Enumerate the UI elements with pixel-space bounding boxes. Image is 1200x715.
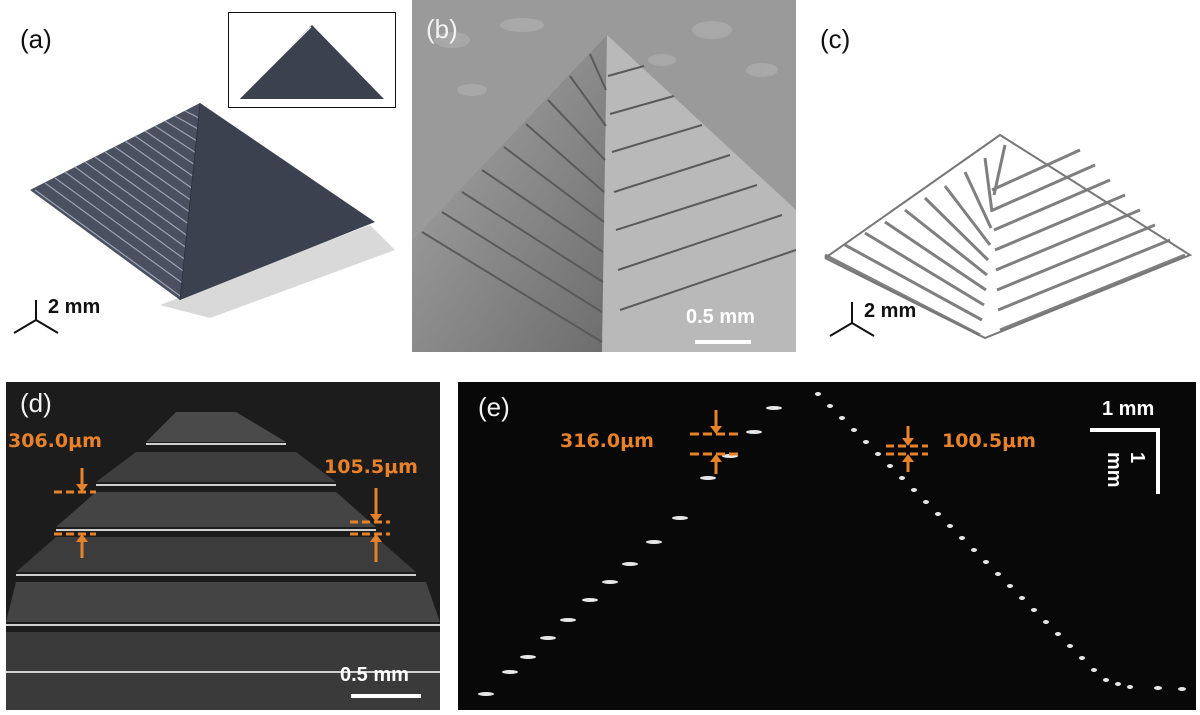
panel-b: (b) 0.5 mm: [412, 0, 796, 352]
reconstruction-step-lines: [824, 144, 1186, 337]
panel-c-scale-text: 2 mm: [864, 300, 917, 322]
panel-d-meas-right: 105.5μm: [324, 456, 418, 478]
panel-d-label: (d): [20, 388, 52, 418]
panel-c: (c) 2 mm: [800, 0, 1200, 350]
oct-scale-bars: [1090, 428, 1160, 494]
cad-pyramid-figure: [13, 102, 395, 334]
axis-triad-icon: [13, 300, 59, 334]
oct-cross-section: [458, 382, 1196, 710]
axis-triad-icon-c: [829, 302, 875, 337]
panel-a-scale-text: 2 mm: [48, 296, 101, 318]
sem-pyramid-image: [412, 0, 796, 352]
panel-b-scale-bar: [695, 340, 751, 344]
panel-e-meas-left: 316.0μm: [560, 430, 654, 452]
panel-e-scale-h: 1 mm: [1102, 398, 1155, 420]
sem-step-lines: [421, 53, 796, 343]
pyramid-step-lines: [34, 110, 200, 299]
panel-e: (e) 316.0μm 100.5μm 1 mm 1 mm: [458, 382, 1196, 710]
cad-inset-box: [228, 12, 396, 108]
panel-e-label: (e): [478, 392, 510, 422]
reconstruction-pyramid: [824, 133, 1193, 340]
panel-a: (a) 2 mm: [0, 0, 400, 350]
panel-b-scale-text: 0.5 mm: [686, 306, 755, 328]
panel-a-label: (a): [20, 24, 52, 54]
pyramid-right-face: [180, 103, 375, 300]
panel-b-label: (b): [426, 14, 458, 44]
panel-c-label: (c): [820, 24, 851, 54]
panel-d: (d) 306.0μm 105.5μm 0.5 mm: [6, 382, 440, 710]
right-slope-dots: [815, 392, 1186, 691]
panel-d-scale-bar: [351, 694, 421, 698]
panel-e-meas-right: 100.5μm: [942, 430, 1036, 452]
inset-stepped-triangle: [238, 25, 384, 100]
panel-d-scale-text: 0.5 mm: [340, 664, 409, 686]
panel-e-scale-v: 1 mm: [1103, 452, 1148, 488]
left-slope-dots: [478, 406, 782, 696]
panel-d-meas-left: 306.0μm: [8, 430, 102, 452]
sem-side-view: [6, 382, 440, 710]
